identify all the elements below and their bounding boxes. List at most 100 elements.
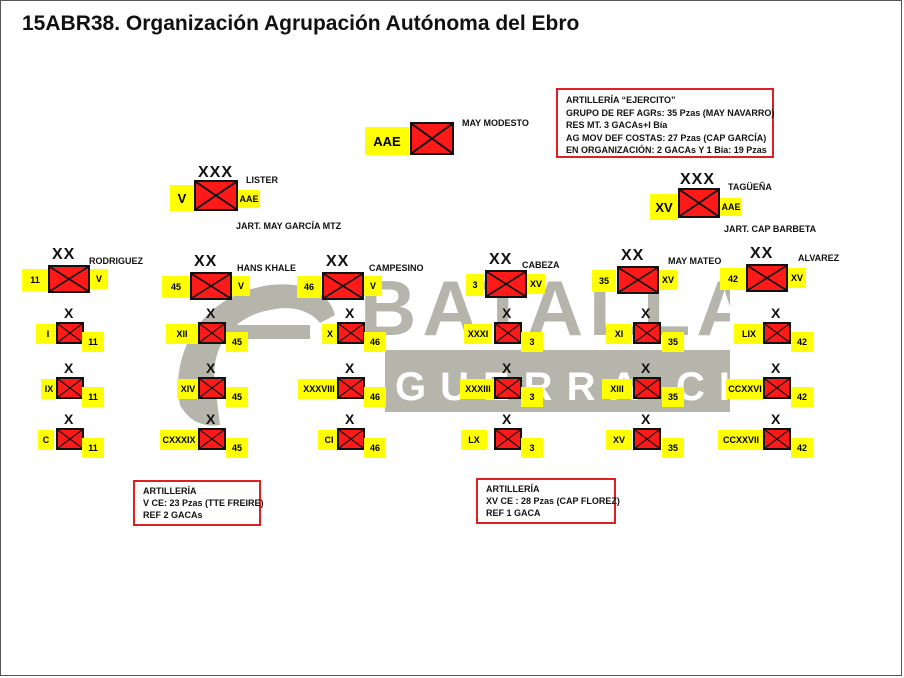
brigade-unit-symbol: [763, 322, 791, 344]
corps-v-artillery-chief: JART. MAY GARCÍA MTZ: [236, 221, 342, 231]
brigade-right-tag: 3: [521, 438, 543, 458]
division-commander: CAMPESINO: [369, 263, 424, 273]
division-echelon: XX: [621, 247, 645, 264]
brigade-left-tag: XII: [166, 324, 198, 344]
artillery-army-line: AG MOV DEF COSTAS: 27 Pzas (CAP GARCÍA): [566, 132, 767, 143]
brigade-right-tag: 45: [226, 438, 248, 458]
brigade-echelon: X: [345, 360, 356, 376]
corps-xv-artillery-chief: JART. CAP BARBETA: [724, 224, 817, 234]
corps-xv-commander: TAGÜEÑA: [728, 182, 772, 192]
artillery-army-line: ARTILLERÍA “EJERCITO”: [566, 95, 676, 105]
brigade-echelon: X: [502, 411, 513, 427]
brigade-echelon: X: [641, 360, 652, 376]
corps-xv-right-tag: AAE: [720, 198, 742, 216]
corps-v-commander: LISTER: [246, 175, 279, 185]
brigade-unit-symbol: [763, 428, 791, 450]
brigade-left-tag: CCXXVII: [718, 430, 764, 450]
division-commander: ALVAREZ: [798, 253, 840, 263]
page-title: 15ABR38. Organización Agrupación Autónom…: [22, 12, 580, 35]
artillery-army-line: RES MT. 3 GACAs+I Bía: [566, 120, 668, 130]
corps-v-left-tag: V: [170, 185, 194, 211]
brigade-left-tag: CXXXIX: [160, 430, 198, 450]
brigade-unit-symbol: [633, 322, 661, 344]
artillery-xv-line: XV CE : 28 Pzas (CAP FLOREZ): [486, 496, 620, 506]
brigade-left-tag: XXXVIII: [298, 379, 340, 399]
brigade-echelon: X: [206, 411, 217, 427]
division-unit-symbol: [746, 264, 788, 292]
division-echelon: XX: [52, 246, 76, 263]
brigade-unit-symbol: [56, 377, 84, 399]
brigade-right-tag: 42: [791, 438, 813, 458]
brigade-unit-symbol: [56, 322, 84, 344]
brigade-left-tag: IX: [41, 379, 57, 399]
brigade-unit-symbol: [763, 377, 791, 399]
brigade-left-tag: LX: [461, 430, 487, 450]
brigade-left-tag: XXXI: [464, 324, 492, 344]
brigade-right-tag: 42: [791, 387, 813, 407]
brigade-echelon: X: [64, 411, 75, 427]
brigade-echelon: X: [641, 305, 652, 321]
brigade-echelon: X: [64, 305, 75, 321]
brigade-unit-symbol: [198, 322, 226, 344]
artillery-v-line: V CE: 23 Pzas (TTE FREIRE): [143, 498, 264, 508]
division-right-tag: XV: [788, 268, 806, 288]
brigade-right-tag: 11: [82, 332, 104, 352]
division-commander: HANS KHALE: [237, 263, 297, 273]
corps-v-echelon: XXX: [198, 164, 234, 181]
division-right-tag: V: [364, 276, 382, 296]
division-unit-symbol: [190, 272, 232, 300]
brigade-right-tag: 35: [662, 332, 684, 352]
brigade-unit-symbol: [198, 428, 226, 450]
brigade-unit-symbol: [198, 377, 226, 399]
division-echelon: XX: [194, 253, 218, 270]
division-unit-symbol: [617, 266, 659, 294]
brigade-left-tag: I: [36, 324, 60, 344]
brigade-echelon: X: [771, 305, 782, 321]
division-unit-symbol: [322, 272, 364, 300]
brigade-right-tag: 46: [364, 387, 386, 407]
artillery-v-line: ARTILLERÍA: [143, 486, 197, 496]
artillery-xv-box: ARTILLERÍA XV CE : 28 Pzas (CAP FLOREZ) …: [476, 478, 620, 524]
brigade-left-tag: C: [38, 430, 54, 450]
brigade-left-tag: XV: [606, 430, 632, 450]
division-unit-symbol: [48, 265, 90, 293]
aae-unit-symbol: [410, 122, 454, 155]
brigade-echelon: X: [206, 305, 217, 321]
brigade-right-tag: 11: [82, 438, 104, 458]
division-left-tag: 35: [592, 270, 616, 292]
brigade-echelon: X: [771, 360, 782, 376]
division-commander: CABEZA: [522, 260, 560, 270]
brigade-right-tag: 3: [521, 332, 543, 352]
artillery-army-box: ARTILLERÍA “EJERCITO” GRUPO DE REF AGRs:…: [556, 88, 774, 158]
brigade-right-tag: 35: [662, 387, 684, 407]
brigade-echelon: X: [502, 305, 513, 321]
brigade-echelon: X: [502, 360, 513, 376]
division-right-tag: V: [232, 276, 250, 296]
brigade-unit-symbol: [633, 428, 661, 450]
artillery-v-line: REF 2 GACAs: [143, 510, 203, 520]
brigade-left-tag: XIV: [177, 379, 199, 399]
artillery-army-line: EN ORGANIZACIÓN: 2 GACAs Y 1 Bía: 19 Pza…: [566, 145, 767, 155]
division-left-tag: 45: [162, 276, 190, 298]
division-left-tag: 3: [466, 274, 484, 296]
artillery-v-box: ARTILLERÍA V CE: 23 Pzas (TTE FREIRE) RE…: [133, 480, 264, 526]
artillery-army-line: GRUPO DE REF AGRs: 35 Pzas (MAY NAVARRO): [566, 107, 775, 118]
division-commander: RODRIGUEZ: [89, 256, 143, 266]
brigade-left-tag: CI: [318, 430, 340, 450]
brigade-unit-symbol: [337, 428, 365, 450]
brigade-unit-symbol: [337, 377, 365, 399]
division-echelon: XX: [489, 251, 513, 268]
corps-xv-left-tag: XV: [650, 194, 678, 220]
brigade-right-tag: 35: [662, 438, 684, 458]
brigade-right-tag: 3: [521, 387, 543, 407]
aae-tag: AAE: [365, 127, 409, 155]
brigade-right-tag: 45: [226, 332, 248, 352]
brigade-right-tag: 46: [364, 438, 386, 458]
division-right-tag: V: [90, 269, 108, 289]
brigade-right-tag: 42: [791, 332, 813, 352]
aae-commander: MAY MODESTO: [462, 118, 529, 128]
division-echelon: XX: [750, 245, 774, 262]
brigade-left-tag: XXXIII: [460, 379, 496, 399]
brigade-left-tag: LIX: [734, 324, 764, 344]
